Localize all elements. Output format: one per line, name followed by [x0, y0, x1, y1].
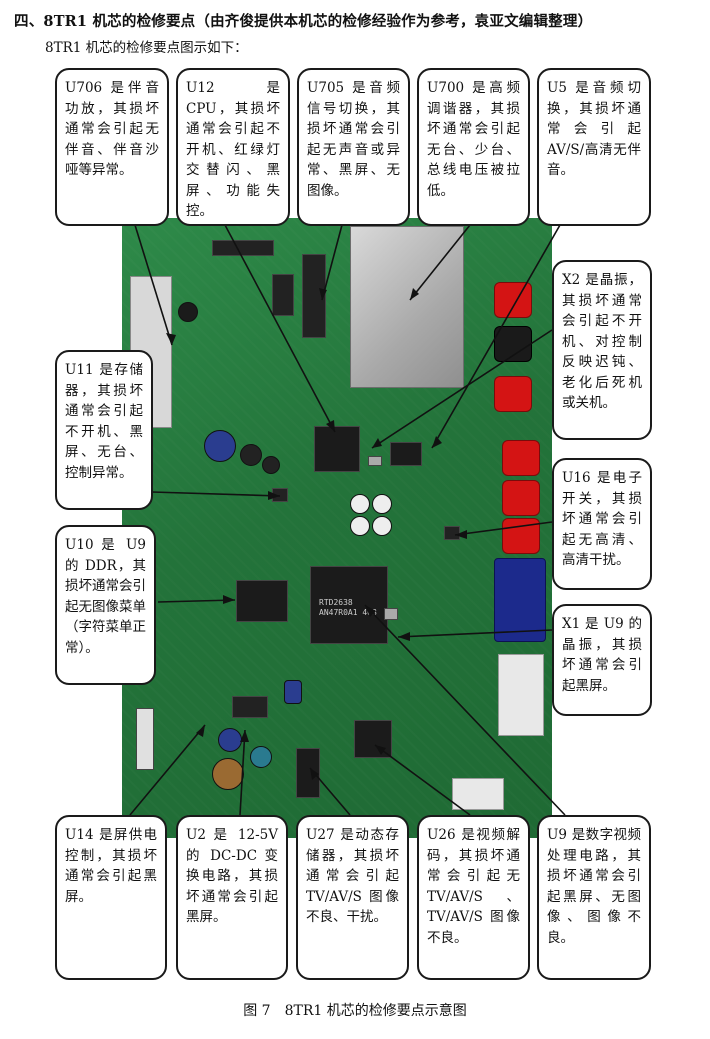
capacitor: [372, 516, 392, 536]
tuner-module-u700: [350, 226, 464, 388]
callout-u5: U5 是音频切换，其损坏通常会引起 AV/S/高清无伴音。: [537, 68, 651, 226]
capacitor: [262, 456, 280, 474]
chip-u27: [296, 748, 320, 798]
chip-u26: [354, 720, 392, 758]
chip-u700-support: [390, 442, 422, 466]
section-heading: 四、8TR1 机芯的检修要点（由齐俊提供本机芯的检修经验作为参考，袁亚文编辑整理…: [14, 13, 593, 30]
callout-u11: U11 是存储器，其损坏通常会引起不开机、黑屏、无台、控制异常。: [55, 350, 153, 510]
rca-jack-red: [494, 282, 532, 318]
chip-u12: [314, 426, 360, 472]
rca-jack-red: [502, 440, 540, 476]
vga-connector: [494, 558, 546, 642]
capacitor: [350, 516, 370, 536]
chip-u10: [236, 580, 288, 622]
callout-u10: U10 是 U9 的 DDR，其损坏通常会引起无图像菜单（字符菜单正常）。: [55, 525, 156, 685]
crystal-x2: [368, 456, 382, 466]
chip-u11: [272, 488, 288, 502]
capacitor: [204, 430, 236, 462]
callout-u706: U706 是伴音功放，其损坏通常会引起无伴音、伴音沙哑等异常。: [55, 68, 169, 226]
rca-jack-red: [502, 518, 540, 554]
callout-u27: U27 是动态存储器，其损坏通常会引起 TV/AV/S 图像不良、干扰。: [296, 815, 409, 980]
callout-u700: U700 是高频调谐器，其损坏通常会引起无台、少台、总线电压被拉低。: [417, 68, 530, 226]
capacitor: [250, 746, 272, 768]
section-subheading: 8TR1 机芯的检修要点图示如下：: [45, 40, 248, 56]
chip-u2: [232, 696, 268, 718]
chip-u9-marking-1: RTD2638: [319, 598, 353, 607]
chip-u9-markings: RTD2638 AN47R0A1 468: [319, 598, 377, 617]
callout-x2: X2 是晶振，其损坏通常会引起不开机、对控制反映迟钝、老化后死机或关机。: [552, 260, 652, 440]
chip-u9: RTD2638 AN47R0A1 468: [310, 566, 388, 644]
inductor: [212, 758, 244, 790]
callout-x1: X1 是 U9 的晶振，其损坏通常会引起黑屏。: [552, 604, 652, 716]
callout-u705: U705 是音频信号切换，其损坏通常会引起无声音或异常、黑屏、无图像。: [297, 68, 410, 226]
chip-u16: [444, 526, 460, 540]
rca-jack-red: [494, 376, 532, 412]
connector-white: [136, 708, 154, 770]
chip-u705: [302, 254, 326, 338]
rca-jack-red: [502, 480, 540, 516]
capacitor: [178, 302, 198, 322]
callout-u16: U16 是电子开关，其损坏通常会引起无高清、高清干扰。: [552, 458, 652, 590]
dvi-connector: [498, 654, 544, 736]
capacitor: [218, 728, 242, 752]
capacitor: [240, 444, 262, 466]
pcb-board-photo: RTD2638 AN47R0A1 468: [122, 218, 552, 838]
rca-jack-black: [494, 326, 532, 362]
figure-caption: 图 7 8TR1 机芯的检修要点示意图: [243, 1003, 467, 1019]
callout-u2: U2 是 12-5V 的 DC-DC 变换电路，其损坏通常会引起黑屏。: [176, 815, 288, 980]
chip-u9-marking-2: AN47R0A1 468: [319, 608, 377, 617]
capacitor: [372, 494, 392, 514]
top-connector: [212, 240, 274, 256]
callout-u26: U26 是视频解码，其损坏通常会引起无 TV/AV/S、TV/AV/S 图像不良…: [417, 815, 530, 980]
callout-u9: U9 是数字视频处理电路，其损坏通常会引起黑屏、无图像、图像不良。: [537, 815, 651, 980]
connector-white: [452, 778, 504, 810]
crystal-x1: [384, 608, 398, 620]
capacitor: [284, 680, 302, 704]
callout-u12: U12 是 CPU，其损坏通常会引起不开机、红绿灯交替闪、黑屏、功能失控。: [176, 68, 290, 226]
capacitor: [350, 494, 370, 514]
chip-u706-area: [272, 274, 294, 316]
callout-u14: U14 是屏供电控制，其损坏通常会引起黑屏。: [55, 815, 167, 980]
